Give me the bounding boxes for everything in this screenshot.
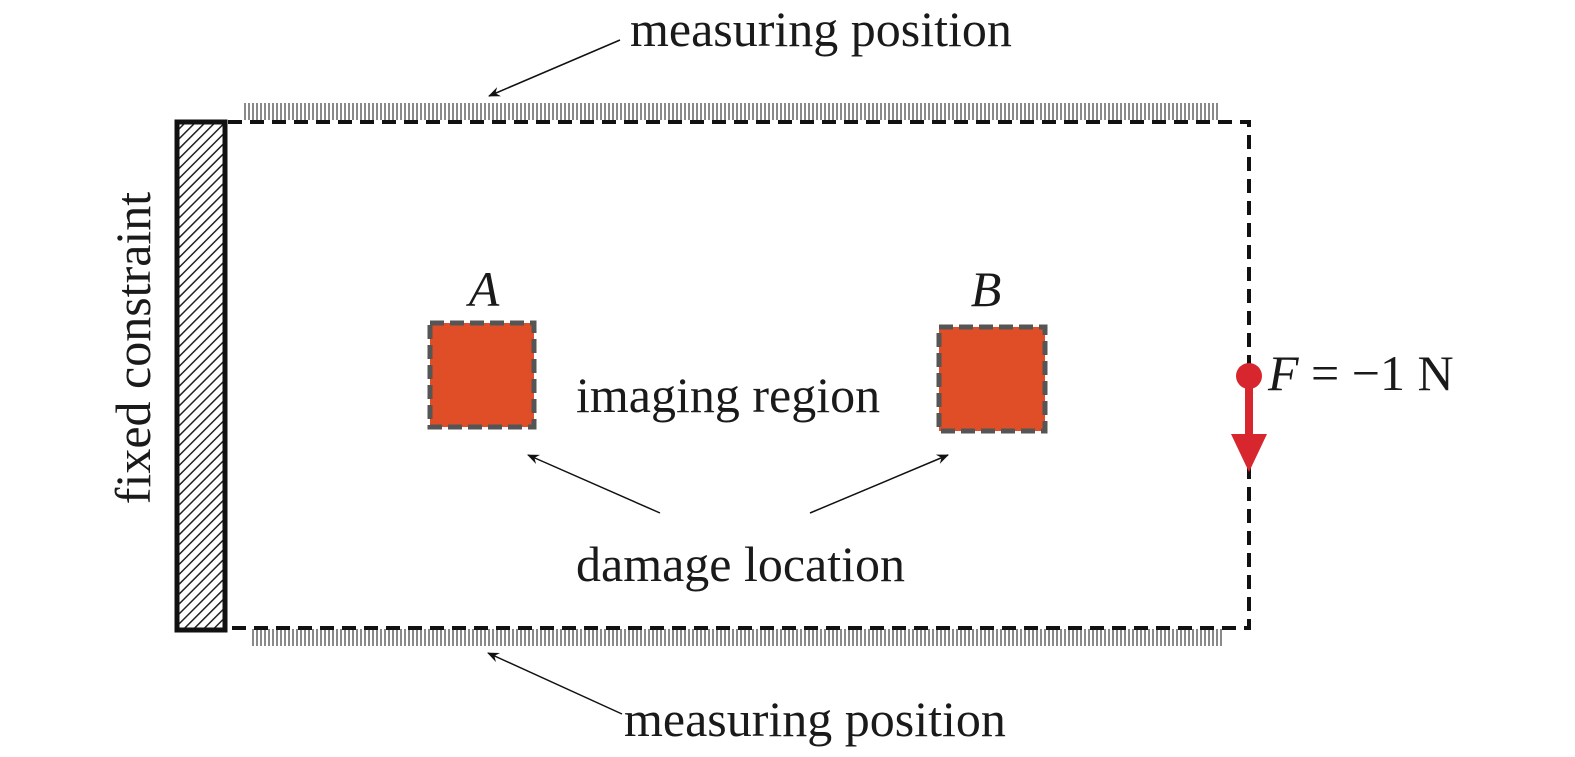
force-value: = −1 N: [1299, 345, 1454, 401]
force-label: F = −1 N: [1267, 345, 1454, 401]
damage-square-b: [936, 324, 1048, 434]
fixed-constraint-label: fixed constraint: [105, 192, 161, 505]
fixed-constraint-wall: [174, 119, 228, 633]
damage-location-label: damage location: [576, 536, 905, 592]
imaging-region-label: imaging region: [576, 367, 880, 423]
force-point: [1236, 363, 1262, 389]
measuring-position-bottom-label: measuring position: [624, 691, 1006, 747]
measuring-bottom-arrow: [487, 652, 623, 715]
point-b-label: B: [971, 261, 1002, 317]
measuring-position-top-label: measuring position: [630, 1, 1012, 57]
plate-outline: [228, 120, 1251, 630]
damage-square-a: [427, 320, 537, 430]
point-a-label: A: [466, 261, 500, 317]
measuring-top-arrow: [488, 39, 621, 97]
measuring-strip-top: [244, 103, 1220, 120]
force-arrow-head: [1231, 434, 1267, 472]
damage-arrow-a: [527, 454, 661, 514]
damage-arrow-b: [809, 454, 949, 514]
force-symbol: F: [1267, 345, 1299, 401]
measuring-strip-bottom: [252, 629, 1222, 646]
